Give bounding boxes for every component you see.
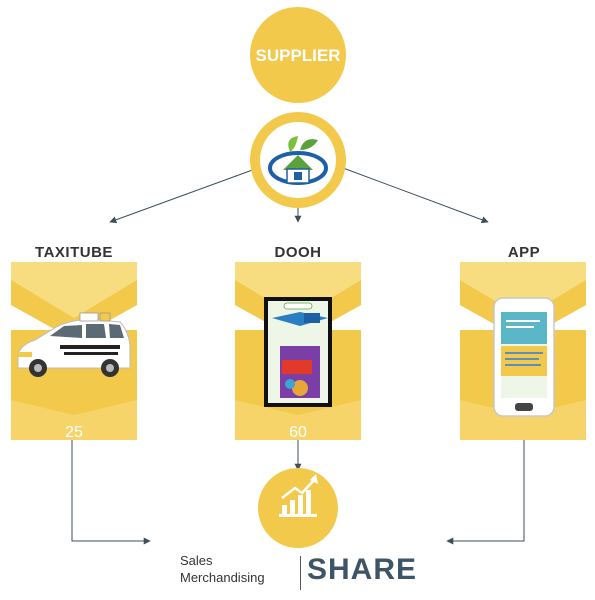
arrow-hub-to-taxitube	[109, 167, 259, 224]
value-taxitube: 25	[65, 424, 83, 441]
home-leaf-logo-icon	[268, 136, 328, 185]
card-bottom-fold	[460, 400, 586, 440]
channel-card-app: APP	[460, 236, 586, 440]
share-title: SHARE	[307, 553, 418, 586]
tab-app	[474, 236, 573, 262]
supplier-node	[250, 7, 346, 103]
result-caption: Sales Merchandising	[180, 552, 296, 586]
sales-line-2: Merchandising	[180, 570, 265, 585]
arrow-taxitube-to-result	[71, 440, 151, 545]
channel-card-taxitube: TAXITUBE 25	[11, 236, 137, 441]
tab-taxitube	[25, 236, 124, 262]
connectors	[71, 167, 525, 545]
label-app: APP	[508, 244, 540, 261]
tab-dooh	[249, 236, 348, 262]
label-taxitube: TAXITUBE	[35, 244, 113, 261]
arrow-app-to-result	[446, 440, 525, 545]
card-bottom-fold	[235, 400, 361, 440]
growth-chart-icon	[279, 474, 318, 517]
taxi-icon	[17, 312, 131, 377]
value-dooh: 60	[289, 424, 307, 441]
supplier-label: SUPPLIER	[255, 46, 340, 65]
label-dooh: DOOH	[275, 244, 322, 261]
smartphone-icon	[493, 297, 555, 417]
arrow-hub-to-app	[342, 167, 489, 224]
digital-screen-icon	[264, 297, 332, 407]
card-bottom-fold	[11, 400, 137, 440]
channel-card-dooh: DOOH 60	[235, 236, 361, 441]
sales-line-1: Sales	[180, 553, 213, 568]
caption-divider	[300, 556, 301, 590]
